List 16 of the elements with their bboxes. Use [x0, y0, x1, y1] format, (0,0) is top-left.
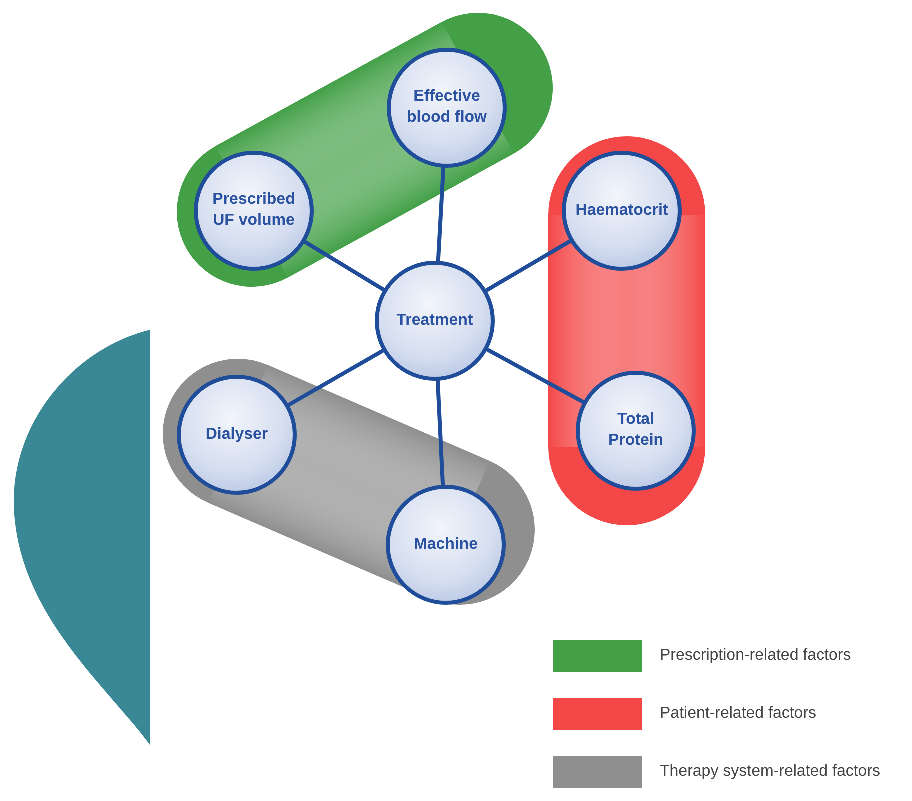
node-label: Machine — [412, 534, 479, 555]
connector-line — [302, 239, 386, 293]
connector-line — [484, 238, 574, 294]
node-label: Dialyser — [204, 424, 270, 445]
node-label: Treatment — [396, 310, 474, 331]
node-label: Total Protein — [607, 410, 665, 451]
connector-line — [436, 166, 446, 264]
legend-label: Prescription-related factors — [660, 646, 852, 666]
legend-label: Patient-related factors — [660, 704, 818, 724]
legend-label: Therapy system-related factors — [660, 762, 882, 782]
connector-line — [286, 348, 386, 408]
connector-line — [484, 347, 586, 405]
connector-line — [436, 378, 446, 488]
node-label: Haematocrit — [574, 200, 670, 221]
node-label: Effective blood flow — [406, 87, 488, 128]
node-label: Prescribed UF volume — [212, 190, 296, 231]
